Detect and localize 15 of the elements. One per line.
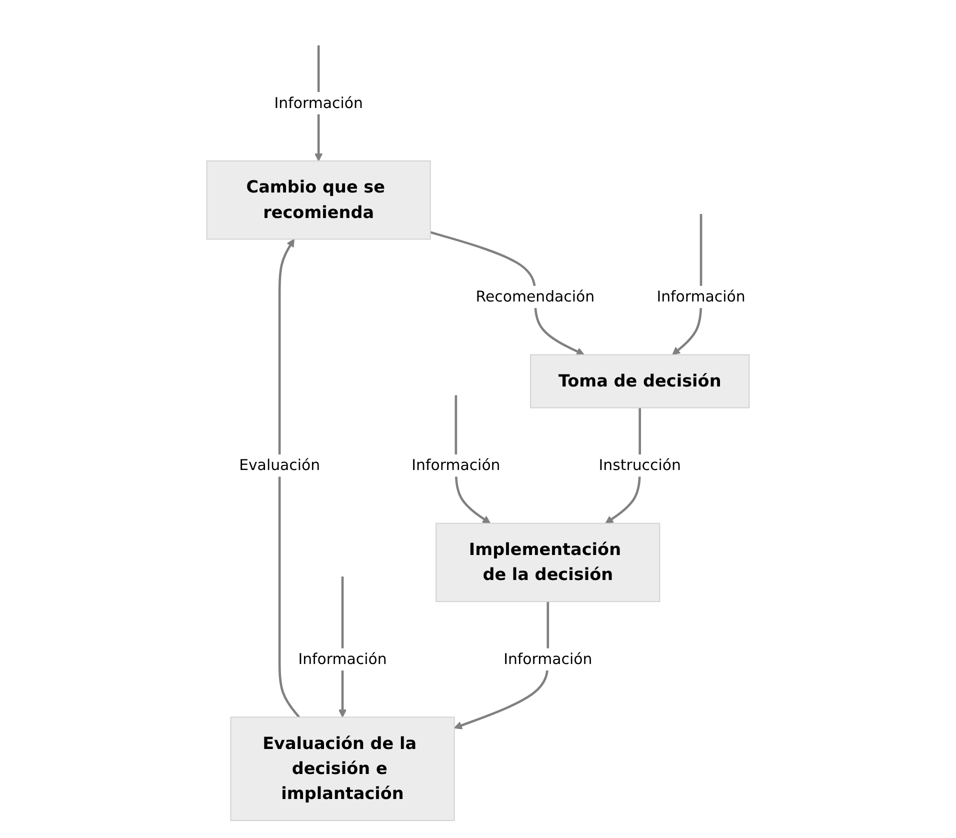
edge-label: Evaluación <box>239 456 320 474</box>
arrow <box>430 231 584 356</box>
edge-label: Información <box>656 288 746 306</box>
edge-label: Recomendación <box>476 288 595 306</box>
edge-label: Información <box>274 94 363 112</box>
edge-label: Instrucción <box>598 456 681 474</box>
node-box: Cambio que se recomienda <box>206 160 431 240</box>
edge-label: Información <box>412 456 500 474</box>
node-box: Evaluación de la decisión e implantación <box>230 716 455 821</box>
arrow <box>278 238 300 718</box>
arrow <box>454 602 550 730</box>
node-box: Toma de decisión <box>530 354 750 408</box>
node-box: Implementación de la decisión <box>436 522 660 602</box>
edge-label: Información <box>504 650 592 668</box>
edge-label: Información <box>298 650 387 668</box>
